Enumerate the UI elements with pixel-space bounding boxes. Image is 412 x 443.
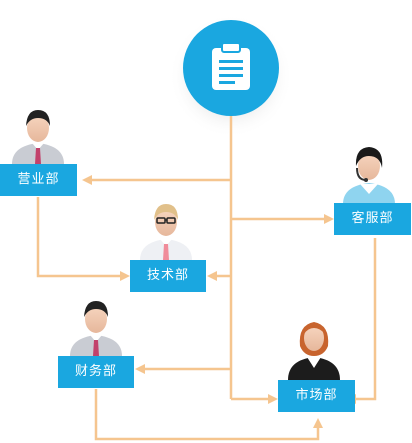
- dept-label-marketing: 市场部: [278, 380, 355, 412]
- avatar-marketing: [288, 322, 340, 380]
- arrow-tech-left: [120, 271, 130, 281]
- arrow-to-sales: [82, 175, 92, 185]
- avatar-sales: [12, 110, 64, 164]
- arrow-marketing-left: [268, 394, 278, 404]
- avatar-service: [343, 147, 395, 204]
- avatar-finance: [70, 301, 122, 356]
- arrow-to-finance: [135, 364, 145, 374]
- arrow-marketing-bottom: [313, 418, 323, 428]
- dept-label-service: 客服部: [334, 203, 411, 235]
- connector-sales-to-tech: [36, 197, 124, 278]
- dept-label-sales: 营业部: [0, 164, 77, 196]
- connectors: [36, 110, 377, 441]
- arrow-to-service: [324, 214, 334, 224]
- connector-service-to-marketing: [352, 238, 377, 401]
- connector-finance-to-marketing: [94, 389, 320, 441]
- clipboard-icon: [212, 42, 250, 90]
- arrow-tech-right: [207, 271, 217, 281]
- dept-label-tech: 技术部: [130, 260, 206, 292]
- avatar-tech: [140, 204, 192, 260]
- dept-label-finance: 财务部: [58, 356, 134, 388]
